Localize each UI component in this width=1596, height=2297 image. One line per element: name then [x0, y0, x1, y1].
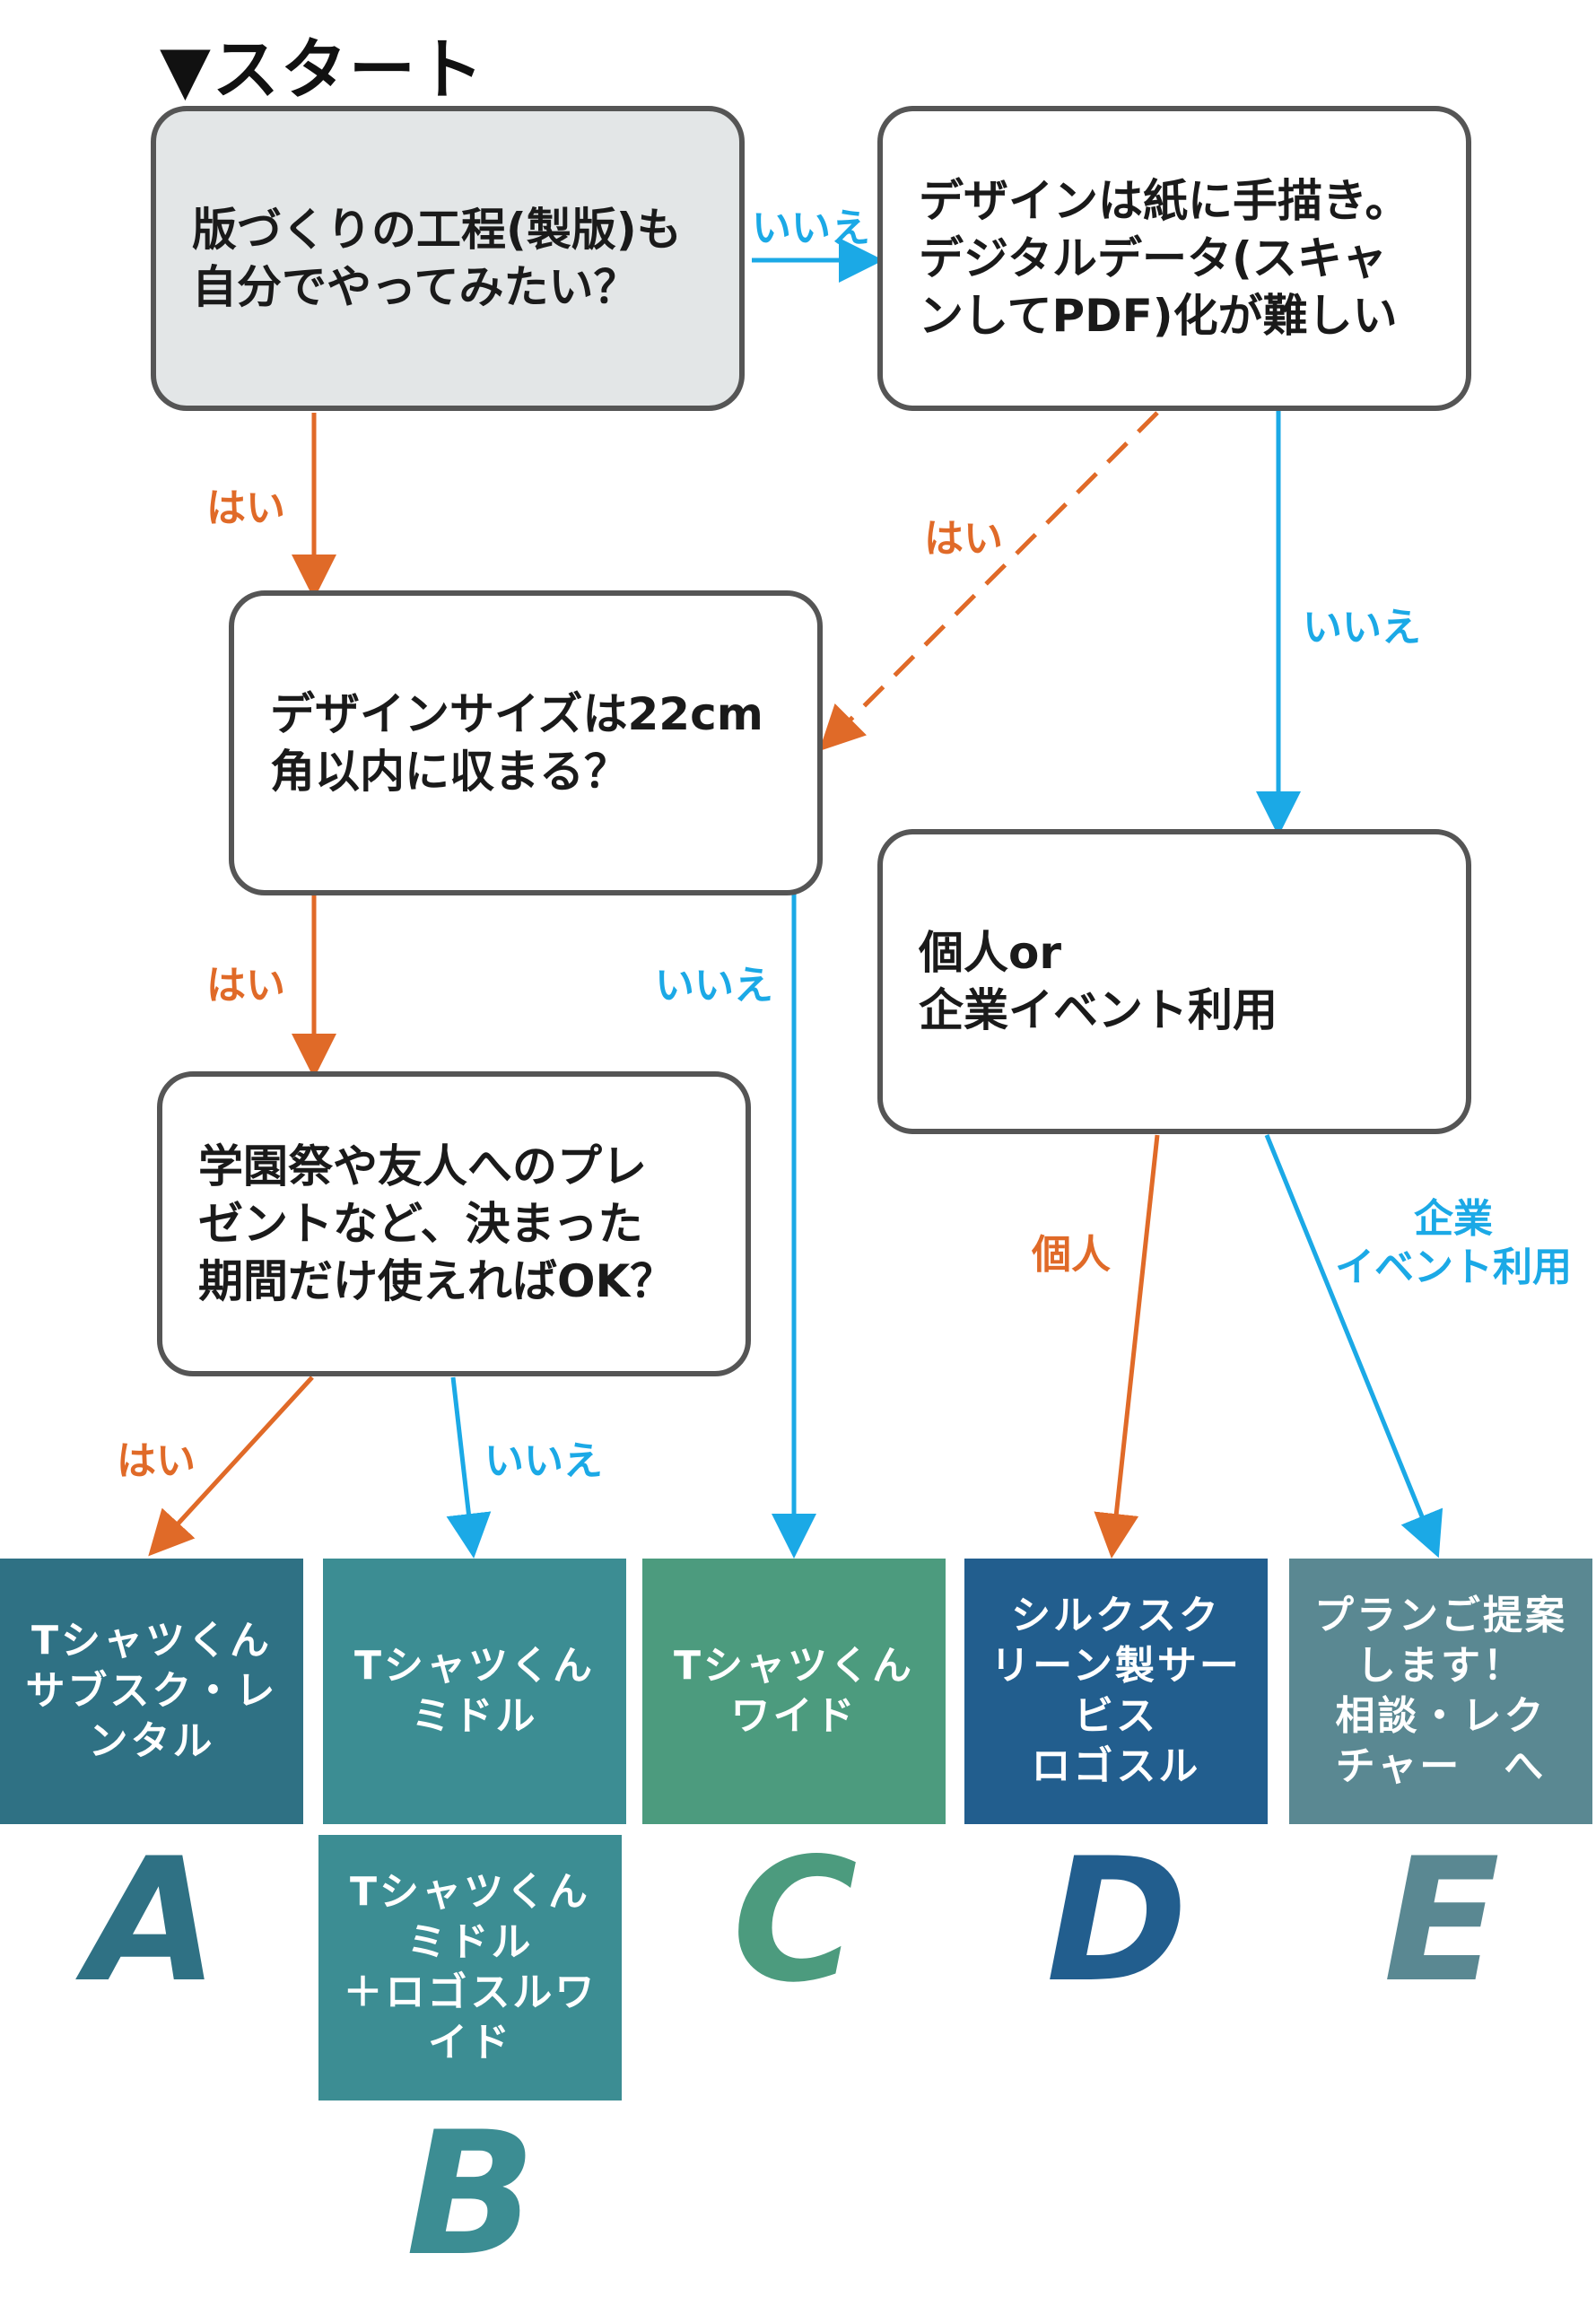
edge-label-q3-yes: はい	[206, 963, 285, 1009]
result-letter-e: E	[1383, 1821, 1500, 2020]
result-a-box: Tシャツくん サブスク・レ ンタル	[0, 1559, 303, 1824]
arrow-q2-yes	[818, 411, 1159, 752]
result-letter-a: A	[86, 1821, 219, 2020]
question-make-plate: 版づくりの工程(製版)も 自分でやってみたい？	[151, 106, 745, 411]
start-title: ▼スタート	[160, 31, 485, 109]
result-letter-c: C	[732, 1821, 858, 2020]
question-design-size: デザインサイズは22cm 角以内に収まる？	[229, 590, 823, 895]
result-b-combo-box: Tシャツくん ミドル ＋ロゴスルワ イド	[318, 1835, 622, 2100]
arrow-q4-personal	[1094, 1134, 1160, 1559]
result-b-middle-box: Tシャツくん ミドル	[323, 1559, 626, 1824]
edge-label-q3-no: いいえ	[655, 963, 773, 1009]
edge-label-q5-no: いいえ	[484, 1438, 603, 1484]
edge-label-q1-no: いいえ	[752, 205, 870, 251]
arrow-q5-yes	[148, 1376, 314, 1557]
question-text: デザインサイズは22cm 角以内に収まる？	[270, 688, 763, 798]
question-usage-type: 個人or 企業イベント利用	[877, 829, 1471, 1134]
edge-label-q4-corporate: 企業 イベント利用	[1335, 1196, 1572, 1290]
question-text: 学園祭や友人へのプレ ゼントなど、決まった 期間だけ使えればOK？	[198, 1140, 676, 1307]
question-text: 版づくりの工程(製版)も 自分でやってみたい？	[192, 204, 682, 313]
question-limited-period: 学園祭や友人へのプレ ゼントなど、決まった 期間だけ使えればOK？	[157, 1071, 751, 1376]
edge-label-q5-yes: はい	[117, 1438, 196, 1484]
result-letter-d: D	[1046, 1821, 1188, 2020]
arrow-q4-corporate	[1264, 1134, 1443, 1559]
question-text: デザインは紙に手描き。 デジタルデータ(スキャ ンしてPDF)化が難しい	[919, 175, 1410, 342]
result-letter-b: B	[406, 2095, 536, 2293]
edge-label-q1-yes: はい	[206, 485, 285, 531]
arrow-q5-no	[446, 1376, 492, 1559]
edge-label-q2-no: いいえ	[1303, 605, 1421, 651]
question-handdrawn-design: デザインは紙に手描き。 デジタルデータ(スキャ ンしてPDF)化が難しい	[877, 106, 1471, 411]
question-text: 個人or 企業イベント利用	[919, 927, 1278, 1036]
result-e-box: プランご提案 します！ 相談・レク チャー へ	[1289, 1559, 1592, 1824]
result-d-box: シルクスク リーン製サー ビス ロゴスル	[964, 1559, 1268, 1824]
result-c-box: Tシャツくん ワイド	[642, 1559, 946, 1824]
edge-label-q4-personal: 個人	[1032, 1232, 1111, 1278]
edge-label-q2-yes: はい	[924, 516, 1003, 562]
